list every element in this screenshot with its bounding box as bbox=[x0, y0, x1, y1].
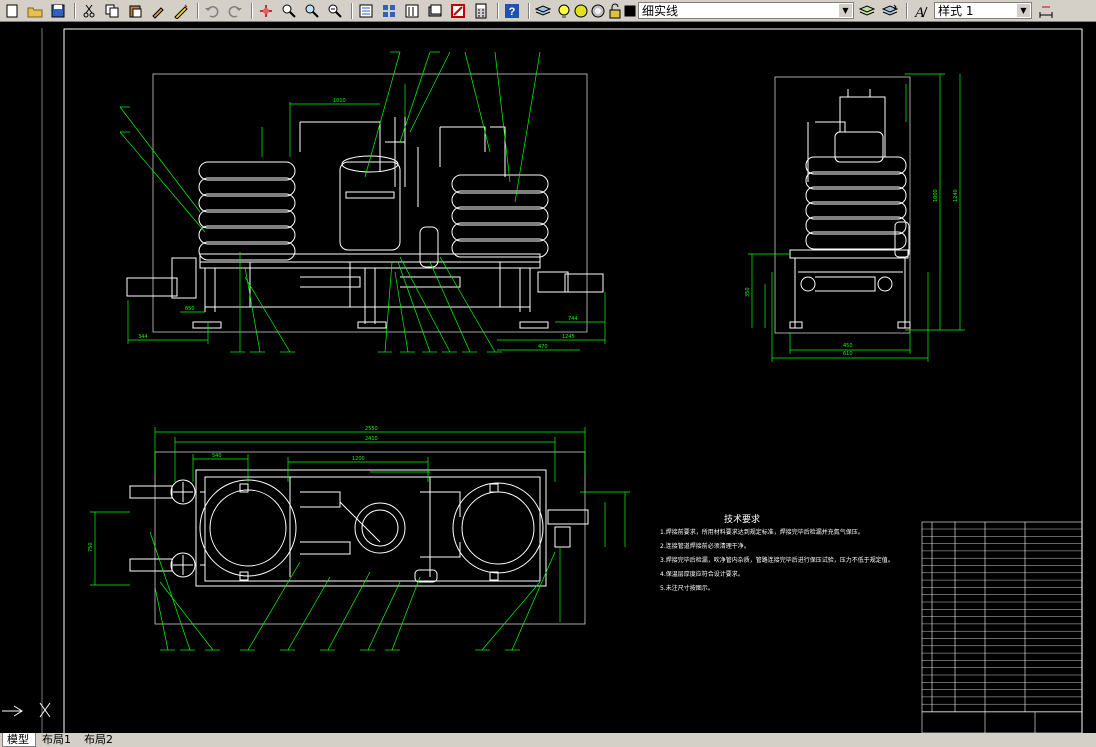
svg-text:1245: 1245 bbox=[562, 334, 575, 340]
paste-icon[interactable] bbox=[125, 2, 145, 20]
toolbar-separator bbox=[528, 2, 530, 19]
drawing-frame bbox=[63, 28, 1083, 736]
tab-model[interactable]: 模型 bbox=[2, 733, 36, 747]
text-style-name: 样式 1 bbox=[938, 4, 974, 18]
svg-text:344: 344 bbox=[138, 334, 148, 340]
svg-text:1200: 1200 bbox=[352, 456, 365, 462]
drawing-svg: 1010 344 650 1245 744 470 bbox=[2, 28, 1083, 736]
tech-note-5: 5.未注尺寸按图示。 bbox=[660, 584, 714, 592]
side-elevation-view: 450 610 1000 1240 350 bbox=[745, 73, 965, 362]
svg-text:540: 540 bbox=[212, 453, 222, 459]
tech-note-3: 3.焊接完毕后检漏，吹净管内杂质，管路连接完毕后进行保压试验，压力不低于规定值。 bbox=[660, 556, 894, 564]
ucs-icon bbox=[2, 702, 51, 718]
zoom-window-icon[interactable] bbox=[302, 2, 322, 20]
svg-text:470: 470 bbox=[538, 344, 548, 350]
layout-tabs: 模型 布局1 布局2 bbox=[0, 733, 1096, 747]
chevron-down-icon[interactable]: ▼ bbox=[839, 4, 852, 17]
svg-text:450: 450 bbox=[843, 343, 853, 349]
layer-on-icon[interactable] bbox=[556, 2, 572, 20]
svg-text:1000: 1000 bbox=[933, 189, 939, 202]
new-icon[interactable] bbox=[2, 2, 22, 20]
layer-manager-icon[interactable] bbox=[533, 2, 553, 20]
text-style-icon[interactable]: A bbox=[911, 2, 931, 20]
tab-layout2[interactable]: 布局2 bbox=[84, 733, 113, 746]
layer-name: 细实线 bbox=[642, 4, 679, 18]
layer-lock-icon[interactable] bbox=[607, 2, 623, 20]
tech-note-1: 1.焊接前要求，所用材料要求达到规定标准，焊接完毕后检漏并充氮气保压。 bbox=[660, 528, 864, 536]
bom-rows bbox=[922, 528, 1082, 712]
redo-icon[interactable] bbox=[225, 2, 245, 20]
save-icon[interactable] bbox=[48, 2, 68, 20]
tech-note-4: 4.保温层厚度应符合设计要求。 bbox=[660, 570, 744, 578]
layer-freeze-icon[interactable] bbox=[573, 2, 589, 20]
svg-text:610: 610 bbox=[843, 351, 853, 357]
drawing-canvas[interactable]: 1010 344 650 1245 744 470 bbox=[0, 22, 1096, 736]
technical-requirements: 技术要求 1.焊接前要求，所用材料要求达到规定标准，焊接完毕后检漏并充氮气保压。… bbox=[660, 513, 894, 592]
layer-viewport-icon[interactable] bbox=[590, 2, 606, 20]
toolbar-separator bbox=[197, 2, 199, 19]
svg-text:650: 650 bbox=[185, 306, 195, 312]
svg-text:350: 350 bbox=[745, 287, 751, 297]
toolbar-separator bbox=[351, 2, 353, 19]
copy-icon[interactable] bbox=[102, 2, 122, 20]
match-properties-icon[interactable] bbox=[148, 2, 168, 20]
tab-layout1[interactable]: 布局1 bbox=[42, 733, 71, 746]
layer-previous-icon[interactable] bbox=[880, 2, 900, 20]
svg-text:2550: 2550 bbox=[365, 426, 378, 432]
toolbar-separator bbox=[497, 2, 499, 19]
svg-text:1010: 1010 bbox=[333, 98, 346, 104]
chevron-down-icon[interactable]: ▼ bbox=[1017, 4, 1030, 17]
svg-text:1240: 1240 bbox=[953, 189, 959, 202]
tech-requirements-title: 技术要求 bbox=[724, 513, 760, 525]
svg-text:744: 744 bbox=[568, 316, 578, 322]
plan-view: 2550 2410 540 1200 750 bbox=[88, 426, 630, 651]
tech-note-2: 2.连接管道焊接前必须清理干净。 bbox=[660, 542, 750, 550]
toolbar-separator bbox=[251, 2, 253, 19]
tool-palettes-icon[interactable] bbox=[402, 2, 422, 20]
svg-text:?: ? bbox=[509, 6, 516, 18]
sheet-set-icon[interactable] bbox=[425, 2, 445, 20]
zoom-realtime-icon[interactable] bbox=[279, 2, 299, 20]
svg-text:2410: 2410 bbox=[365, 436, 378, 442]
layer-dropdown[interactable]: 细实线 ▼ bbox=[638, 2, 854, 19]
undo-icon[interactable] bbox=[202, 2, 222, 20]
open-icon[interactable] bbox=[25, 2, 45, 20]
layer-color-icon[interactable] bbox=[624, 2, 636, 20]
properties-icon[interactable] bbox=[356, 2, 376, 20]
standard-toolbar: ? 细实线 ▼ A 样式 1 ▼ bbox=[0, 0, 1096, 22]
block-editor-icon[interactable] bbox=[171, 2, 191, 20]
toolbar-separator bbox=[906, 2, 908, 19]
help-icon[interactable]: ? bbox=[502, 2, 522, 20]
dimension-style-icon[interactable] bbox=[1036, 2, 1056, 20]
text-style-dropdown[interactable]: 样式 1 ▼ bbox=[934, 2, 1032, 19]
calculator-icon[interactable] bbox=[471, 2, 491, 20]
make-layer-current-icon[interactable] bbox=[857, 2, 877, 20]
design-center-icon[interactable] bbox=[379, 2, 399, 20]
front-elevation-view: 1010 344 650 1245 744 470 bbox=[119, 51, 606, 353]
text-style-glyph: A bbox=[914, 5, 925, 19]
toolbar-separator bbox=[74, 2, 76, 19]
zoom-previous-icon[interactable] bbox=[325, 2, 345, 20]
title-block bbox=[921, 521, 1083, 734]
svg-text:750: 750 bbox=[88, 542, 94, 552]
pan-icon[interactable] bbox=[256, 2, 276, 20]
markup-icon[interactable] bbox=[448, 2, 468, 20]
cut-icon[interactable] bbox=[79, 2, 99, 20]
